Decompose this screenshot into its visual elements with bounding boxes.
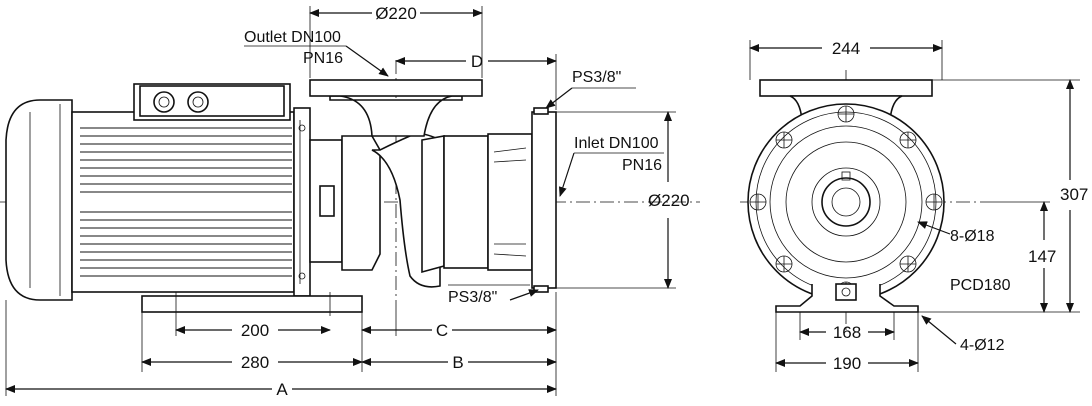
side-view-dimensions: Ø220 D Outlet DN100 PN16 PS3/8" Inlet DN… [5,4,690,399]
dim-d: D [471,52,483,71]
base-plate [141,295,363,313]
plug-top [533,107,549,115]
volute-left-flange [341,135,381,271]
dim-307: 307 [1060,185,1088,204]
dim-190: 190 [833,354,861,373]
inlet-pipe [487,133,533,271]
motor-flange [293,107,311,297]
front-drain-boss [835,283,857,301]
front-inlet-bore [821,177,871,227]
dim-244: 244 [832,39,860,58]
plug-bottom [533,285,549,293]
bolt-hole [749,193,767,211]
motor-end-cap [5,99,73,301]
bolt-hole [775,255,793,273]
inlet-pn: PN16 [622,157,662,174]
front-view [740,70,990,330]
dim-147: 147 [1028,247,1056,266]
dim-a: A [276,380,288,399]
bolt-hole [775,131,793,149]
foot-holes-label: 4-Ø12 [960,337,1005,354]
holes-label: 8-Ø18 [950,228,995,245]
ps-bottom-label: PS3/8" [448,289,497,306]
motor-cooling-fins [80,127,292,277]
outlet-flange [309,79,483,97]
dim-c: C [436,321,448,340]
motor-body [71,111,295,293]
front-view-dimensions: 244 307 147 8-Ø18 PCD180 4-Ø12 168 190 [749,39,1088,373]
outlet-pn: PN16 [303,50,343,67]
front-pcd-circle [785,141,907,263]
side-view [0,60,700,336]
dim-top-diameter: Ø220 [375,4,417,23]
dim-200: 200 [241,321,269,340]
front-outlet-flange [759,79,933,97]
bolt-hole [899,255,917,273]
bolt-hole [837,105,855,123]
volute-right-ring [421,135,445,274]
ps-top-label: PS3/8" [572,69,621,86]
dim-b: B [452,353,463,372]
bolt-hole [899,131,917,149]
dim-inlet-diameter: Ø220 [648,191,690,210]
dim-168: 168 [833,323,861,342]
inlet-label: Inlet DN100 [574,135,659,152]
outlet-label: Outlet DN100 [244,29,341,46]
inlet-flange [531,111,557,289]
dim-280: 280 [241,353,269,372]
cable-gland-1 [153,91,175,113]
pcd-label: PCD180 [950,277,1011,294]
bolt-hole [925,193,943,211]
cable-gland-2 [187,91,209,113]
inlet-body [443,135,489,269]
outlet-neck [329,95,463,137]
